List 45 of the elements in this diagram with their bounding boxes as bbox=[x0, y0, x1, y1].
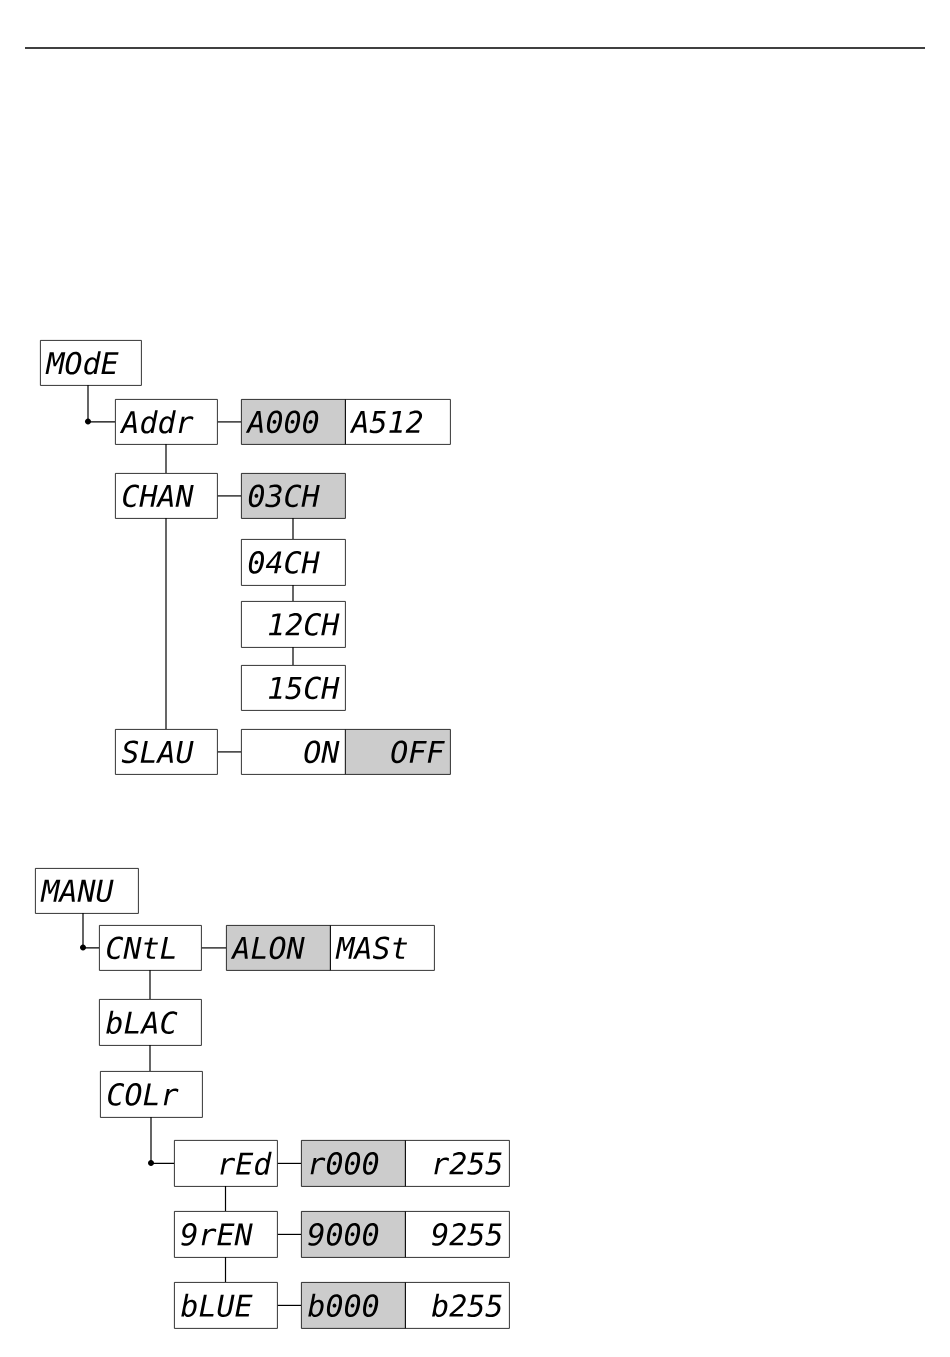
connector-line bbox=[292, 584, 294, 602]
connector-line bbox=[277, 1233, 302, 1235]
connector-line bbox=[149, 1044, 151, 1072]
connector-line bbox=[85, 384, 116, 425]
menu-box: 04CH bbox=[241, 539, 346, 586]
menu-box: b255 bbox=[405, 1282, 510, 1329]
menu-box: MANU bbox=[35, 868, 139, 914]
default-value-box: OFF bbox=[345, 729, 451, 775]
default-value-box: 03CH bbox=[241, 473, 346, 519]
connector-line bbox=[149, 969, 151, 1000]
menu-box: MASt bbox=[330, 925, 435, 971]
connector-line bbox=[224, 1185, 227, 1212]
connector-line bbox=[217, 421, 242, 423]
menu-box: r255 bbox=[405, 1140, 510, 1187]
menu-box: bLAC bbox=[99, 999, 202, 1046]
connector-line bbox=[165, 443, 167, 474]
menu-box: 9rEN bbox=[174, 1211, 278, 1258]
menu-box: 12CH bbox=[241, 601, 346, 648]
menu-box: CNtL bbox=[99, 925, 202, 971]
default-value-box: r000 bbox=[301, 1140, 406, 1187]
connector-line bbox=[148, 1116, 175, 1166]
connector-line bbox=[165, 517, 167, 730]
default-value-box: A000 bbox=[241, 399, 346, 445]
menu-box: MOdE bbox=[40, 340, 142, 386]
menu-box: A512 bbox=[345, 399, 451, 445]
menu-box: 9255 bbox=[405, 1211, 510, 1258]
default-value-box: ALON bbox=[226, 925, 331, 971]
menu-box: SLAU bbox=[115, 729, 218, 775]
default-value-box: 9000 bbox=[301, 1211, 406, 1258]
menu-box: rEd bbox=[174, 1140, 278, 1187]
connector-line bbox=[80, 912, 100, 951]
connector-line bbox=[292, 646, 294, 666]
connector-line bbox=[277, 1162, 302, 1164]
menu-box: bLUE bbox=[174, 1282, 278, 1329]
connector-line bbox=[201, 947, 227, 949]
connector-line bbox=[292, 517, 294, 540]
menu-box: COLr bbox=[100, 1071, 203, 1118]
menu-box: CHAN bbox=[115, 473, 218, 519]
menu-box: 15CH bbox=[241, 665, 346, 711]
connector-line bbox=[217, 495, 242, 497]
connector-line bbox=[224, 1256, 227, 1283]
menu-box: Addr bbox=[115, 399, 218, 445]
default-value-box: b000 bbox=[301, 1282, 406, 1329]
connector-line bbox=[217, 751, 242, 753]
connector-line bbox=[277, 1304, 302, 1306]
